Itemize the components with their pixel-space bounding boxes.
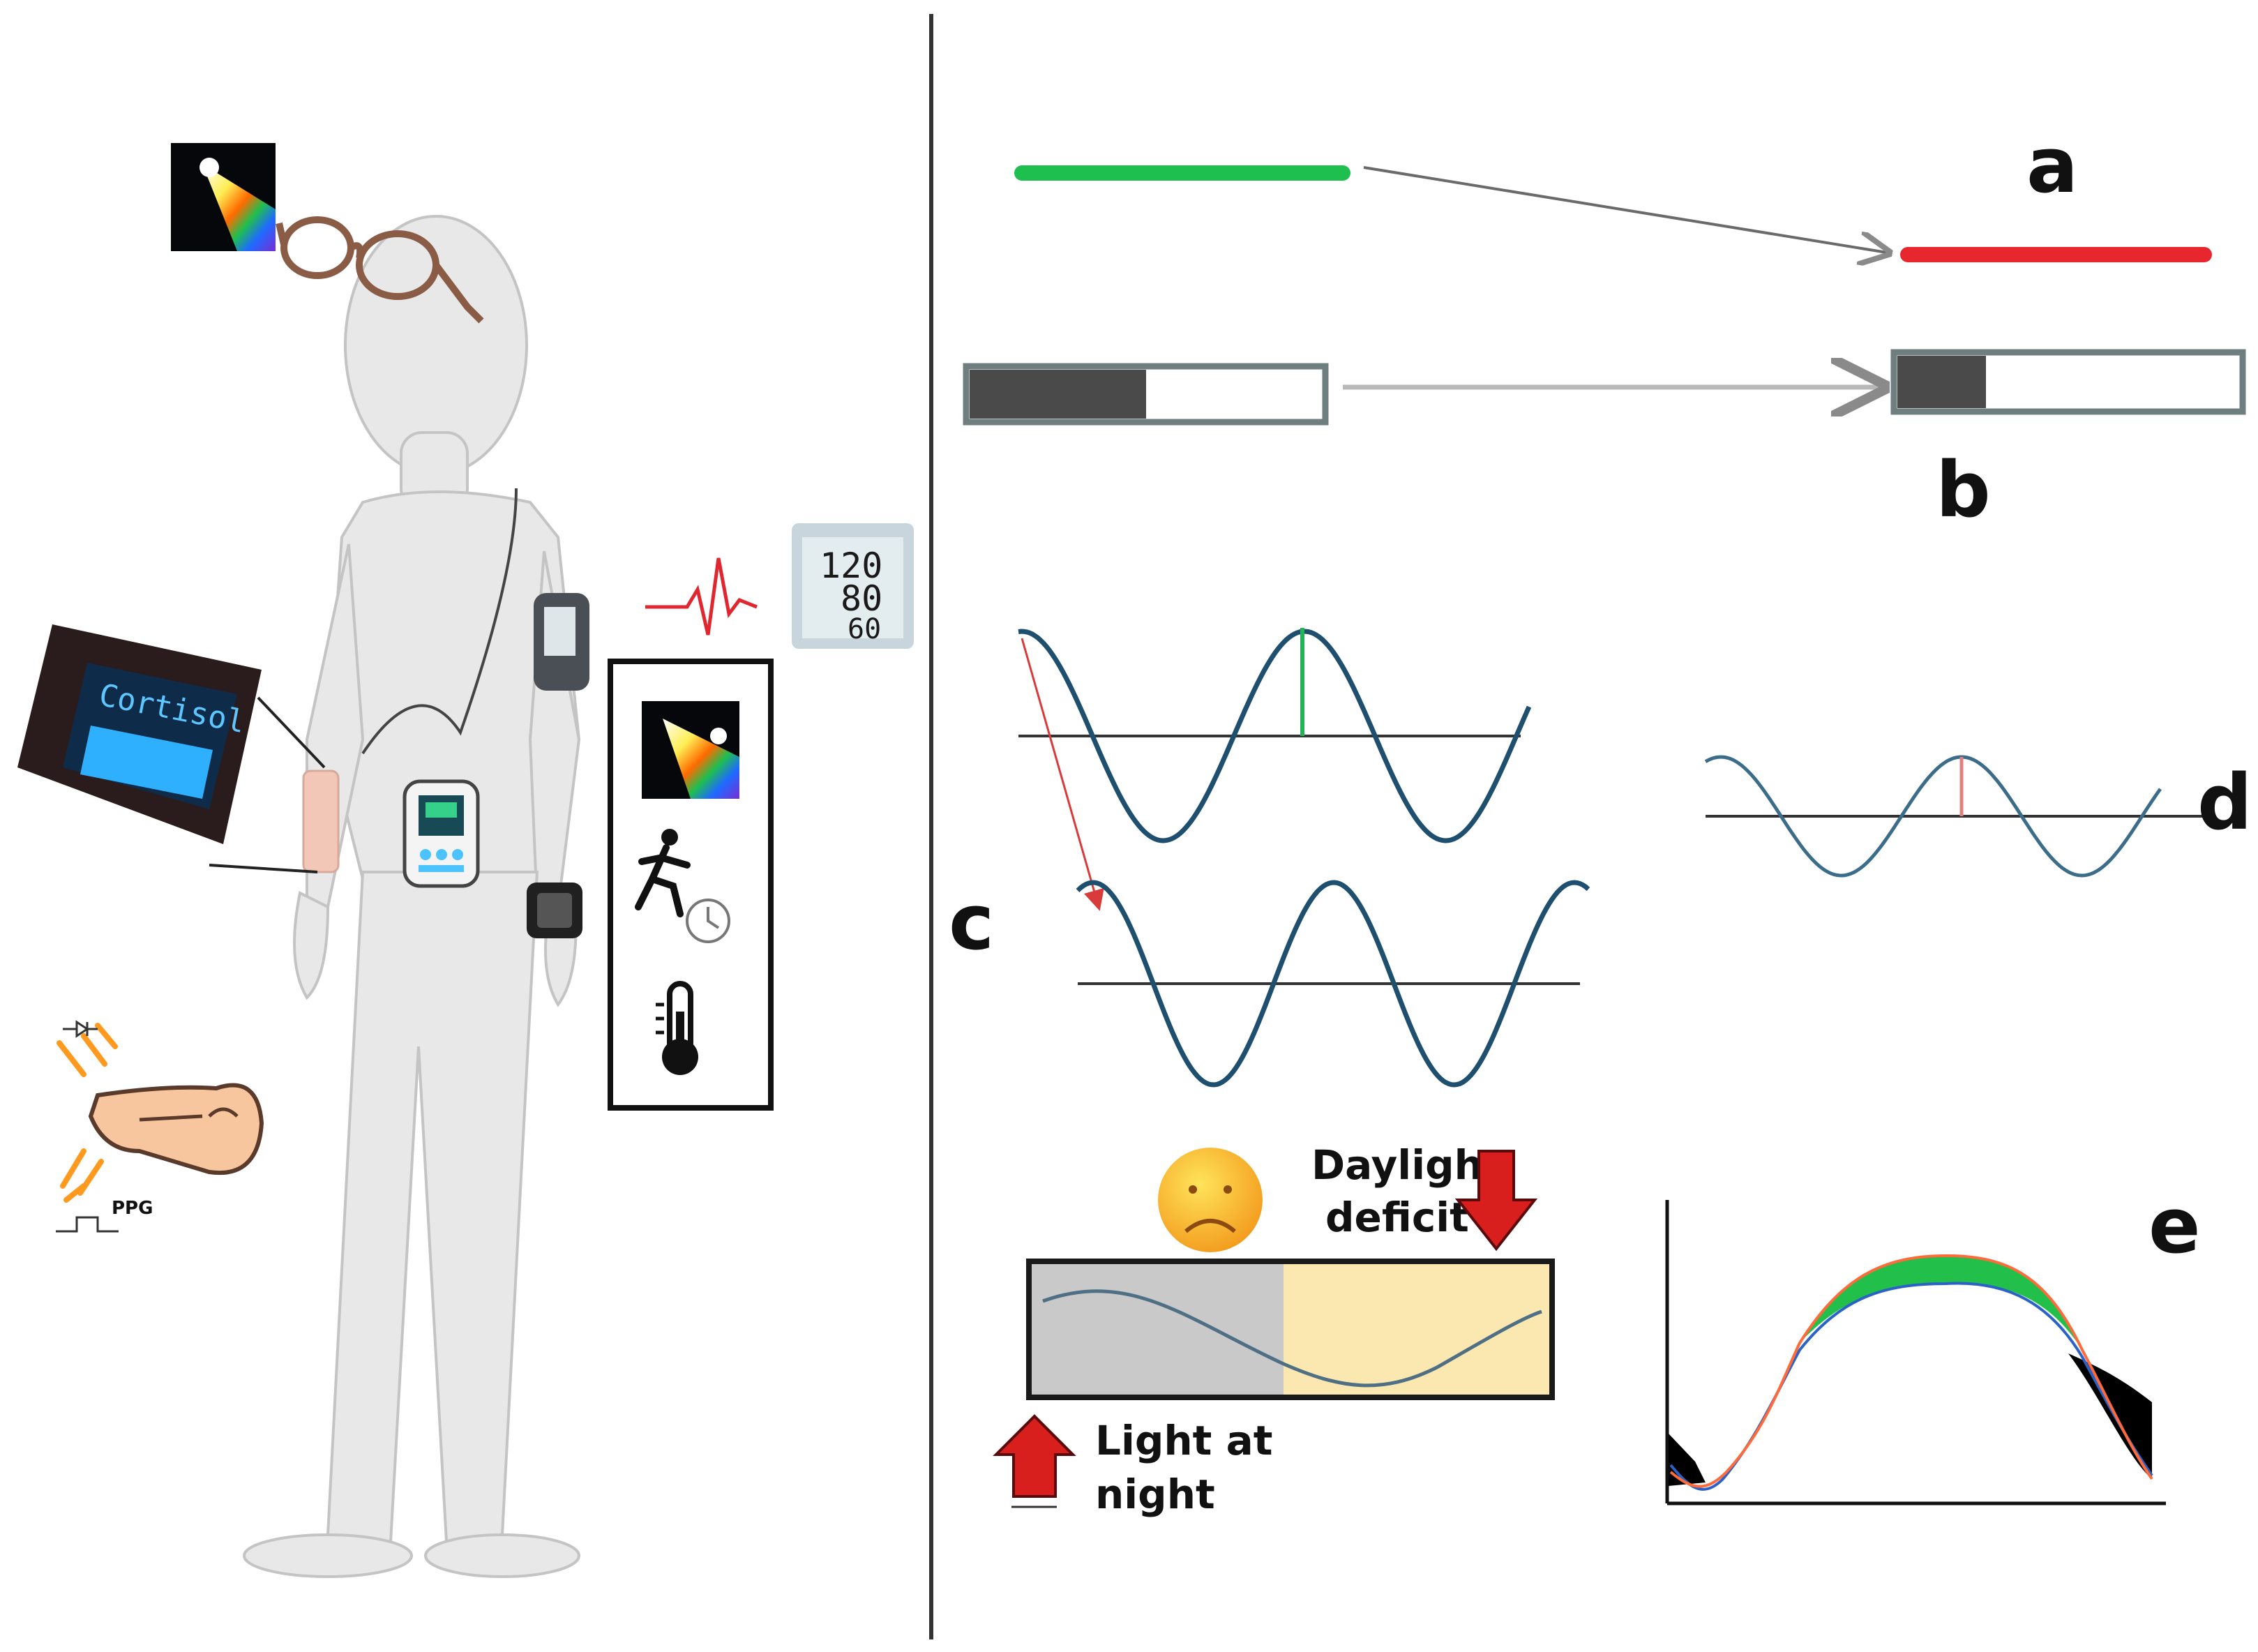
cortisol-link-line	[257, 696, 326, 769]
arrow-up-icon	[993, 1414, 1076, 1498]
light-at-night-label: Light at night	[1095, 1417, 1287, 1518]
sad-face-icon	[1158, 1148, 1263, 1252]
daylight-deficit-line2: deficit	[1325, 1194, 1469, 1241]
pointing-finger-icon	[88, 1083, 264, 1176]
forearm-patch	[302, 769, 340, 873]
wave-c2	[1076, 880, 1590, 1088]
sensor-box	[608, 659, 774, 1111]
smartwatch-icon	[527, 883, 582, 938]
light-at-night-line2: night	[1095, 1471, 1215, 1518]
bp-systolic: 120	[820, 546, 882, 586]
battery-full	[963, 363, 1329, 426]
wave-c1	[1018, 629, 1532, 843]
bp-pulse: 60	[848, 613, 881, 645]
daylight-deficit-area	[1796, 1256, 2082, 1350]
circadian-light-bar	[1026, 1259, 1555, 1400]
lanyard	[361, 488, 518, 755]
arm-cuff-icon	[534, 593, 589, 691]
ppg-light-rays	[57, 1023, 118, 1203]
panel-label-d: d	[2197, 758, 2252, 847]
circadian-curve	[1042, 1289, 1542, 1388]
light-spectrum-icon	[171, 143, 276, 251]
ppg-pulse-icon	[56, 1216, 119, 1233]
led-symbol	[63, 1020, 98, 1038]
blood-pressure-monitor-icon: 120 80 60	[792, 523, 914, 649]
panel-label-e: e	[2148, 1181, 2201, 1270]
thermometer-icon	[656, 981, 698, 1075]
glasses-icon	[276, 216, 484, 324]
cortisol-device: Cortisol	[17, 624, 262, 844]
panel-label-a: a	[2026, 121, 2078, 210]
night-excess-left	[1669, 1434, 1706, 1486]
chest-device-icon	[402, 779, 480, 888]
arrow-down-icon	[1454, 1150, 1538, 1252]
arrow-a	[1363, 166, 1887, 253]
daylight-deficit-label: Daylight deficit	[1311, 1141, 1516, 1241]
phase-shift-arrow	[1021, 638, 1104, 911]
ppg-label: PPG	[112, 1198, 153, 1219]
battery-low	[1890, 349, 2246, 415]
light-at-night-line1: Light at	[1095, 1417, 1272, 1464]
heartbeat-icon	[645, 557, 758, 636]
running-clock-icon	[635, 829, 730, 943]
measured-curve	[1669, 1282, 2153, 1491]
cortisol-link-line-2	[209, 864, 318, 873]
wave-d	[1704, 755, 2162, 878]
reference-curve	[1669, 1254, 2153, 1488]
bp-diastolic: 80	[841, 578, 882, 619]
panel-label-b: b	[1936, 445, 1991, 534]
panel-label-c: c	[949, 878, 994, 967]
light-profile-chart	[1665, 1200, 2166, 1505]
light-spectrum-icon-box	[642, 701, 739, 799]
daylight-deficit-line1: Daylight	[1311, 1141, 1503, 1189]
